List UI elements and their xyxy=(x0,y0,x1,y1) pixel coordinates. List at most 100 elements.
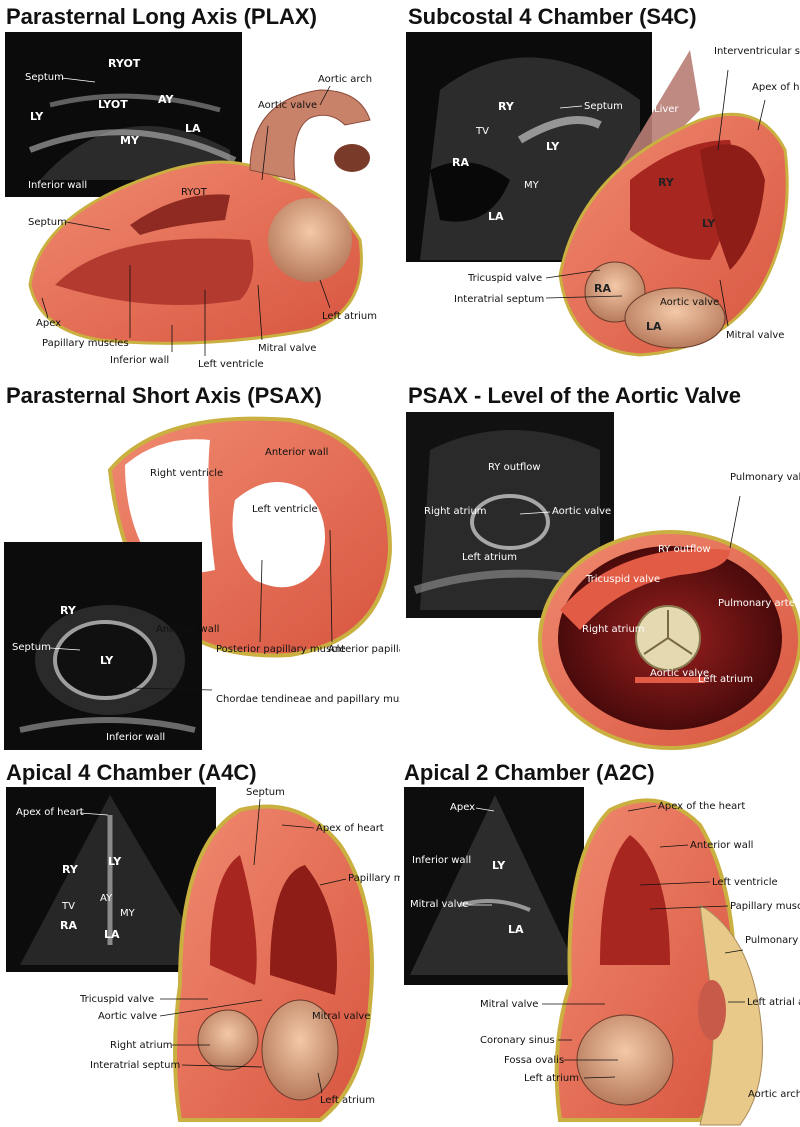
psax-av-echo-aortic-valve: Aortic valve xyxy=(552,506,611,517)
a2c-echo-ly: LY xyxy=(492,859,506,872)
s4c-label-apex: Apex of heart xyxy=(752,82,800,93)
a2c-echo-la: LA xyxy=(508,923,524,936)
s4c-label-ivs: Interventricular septum xyxy=(714,46,800,57)
a4c-echo-ly: LY xyxy=(108,855,122,868)
s4c-echo-la: LA xyxy=(488,210,504,223)
psax-echo-ly: LY xyxy=(100,654,114,667)
a4c-echo-ry: RY xyxy=(62,863,79,876)
a4c-label-right-atrium: Right atrium xyxy=(110,1040,173,1051)
a2c-label-coronary-sinus: Coronary sinus xyxy=(480,1035,555,1046)
a2c-echo-apex: Apex xyxy=(450,802,475,813)
plax-echo-septum: Septum xyxy=(25,72,64,83)
s4c-echo-ry: RY xyxy=(498,100,515,113)
psax-label-anterior-wall: Anterior wall xyxy=(265,447,328,458)
a2c-label-pulmonary-trunk: Pulmonary trunk xyxy=(745,935,800,946)
psax-label-left-ventricle: Left ventricle xyxy=(252,504,318,515)
psax-label-right-ventricle: Right ventricle xyxy=(150,468,223,479)
s4c-label-mitral: Mitral valve xyxy=(726,330,784,341)
psax-av-title: PSAX - Level of the Aortic Valve xyxy=(408,383,741,408)
psax-av-label-pulmonary-artery: Pulmonary artery xyxy=(718,598,800,609)
psax-echo-ry: RY xyxy=(60,604,77,617)
a4c-echo-mv: MY xyxy=(120,908,136,919)
a4c-label-aortic-valve: Aortic valve xyxy=(98,1011,157,1022)
a4c-label-tricuspid: Tricuspid valve xyxy=(79,994,154,1005)
psax-echo-septum: Septum xyxy=(12,642,51,653)
psax-av-label-aortic-valve: Aortic valve xyxy=(650,668,709,679)
a4c-label-papillary: Papillary muscles xyxy=(348,873,400,884)
plax-label-apex: Apex xyxy=(36,318,61,329)
psax-label-posterior-pap: Posterior papillary muscle xyxy=(216,644,346,655)
plax-label-left-atrium: Left atrium xyxy=(322,311,377,322)
a4c-diagram: Apex of heart RY LY AY TV MY RA LA Septu… xyxy=(6,787,400,1122)
plax-echo-av: AY xyxy=(158,93,174,106)
psax-diagram: Right ventricle Anterior wall Left ventr… xyxy=(4,416,400,750)
plax-label-septum: Septum xyxy=(28,217,67,228)
psax-label-anterior-pap: Anterior papillary muscle xyxy=(328,644,400,655)
s4c-label-ry: RY xyxy=(658,176,675,189)
s4c-label-liver: Liver xyxy=(654,104,679,115)
a4c-label-left-atrium: Left atrium xyxy=(320,1095,375,1106)
a2c-label-anterior-wall: Anterior wall xyxy=(690,840,753,851)
plax-label-ryot: RYOT xyxy=(181,187,208,198)
psax-av-echo-ry-outflow: RY outflow xyxy=(488,462,541,473)
a4c-echo-tv: TV xyxy=(61,901,75,912)
plax-echo-la: LA xyxy=(185,122,201,135)
a2c-label-mitral: Mitral valve xyxy=(480,999,538,1010)
psax-av-label-left-atrium: Left atrium xyxy=(698,674,753,685)
a2c-diagram: Apex Inferior wall LY Mitral valve LA Ap… xyxy=(404,787,800,1126)
s4c-echo-septum: Septum xyxy=(584,101,623,112)
s4c-label-la: LA xyxy=(646,320,662,333)
s4c-label-ra: RA xyxy=(594,282,611,295)
a4c-label-interatrial: Interatrial septum xyxy=(90,1060,180,1071)
psax-echo-inferior-wall: Inferior wall xyxy=(106,732,165,743)
a2c-title: Apical 2 Chamber (A2C) xyxy=(404,760,655,785)
plax-echo-ryot: RYOT xyxy=(108,57,141,70)
s4c-title: Subcostal 4 Chamber (S4C) xyxy=(408,4,697,29)
s4c-echo-mv: MY xyxy=(524,180,540,191)
psax-av-diagram: RY outflow Right atrium Aortic valve Lef… xyxy=(406,412,800,750)
a4c-echo-la: LA xyxy=(104,928,120,941)
plax-echo-lyot: LYOT xyxy=(98,98,128,111)
s4c-label-aortic-valve: Aortic valve xyxy=(660,297,719,308)
plax-label-aortic-arch: Aortic arch xyxy=(318,74,372,85)
a4c-echo-apex: Apex of heart xyxy=(16,807,84,818)
a2c-label-fossa-ovalis: Fossa ovalis xyxy=(504,1055,564,1066)
psax-title: Parasternal Short Axis (PSAX) xyxy=(6,383,322,408)
s4c-label-ly: LY xyxy=(702,217,716,230)
a2c-label-left-ventricle: Left ventricle xyxy=(712,877,778,888)
psax-echo-anterior-wall: Anterior wall xyxy=(156,624,219,635)
a2c-label-papillary: Papillary muscles xyxy=(730,901,800,912)
s4c-label-tricuspid: Tricuspid valve xyxy=(467,273,542,284)
psax-av-echo-left-atrium: Left atrium xyxy=(462,552,517,563)
a4c-title: Apical 4 Chamber (A4C) xyxy=(6,760,257,785)
s4c-echo-ra: RA xyxy=(452,156,469,169)
psax-av-label-tricuspid: Tricuspid valve xyxy=(585,574,660,585)
psax-av-label-right-atrium: Right atrium xyxy=(582,624,645,635)
a4c-label-septum: Septum xyxy=(246,787,285,798)
s4c-echo-tv: TV xyxy=(475,126,489,137)
plax-label-aortic-valve: Aortic valve xyxy=(258,100,317,111)
a2c-label-apex: Apex of the heart xyxy=(658,801,745,812)
a4c-echo-ra: RA xyxy=(60,919,77,932)
plax-label-left-ventricle: Left ventricle xyxy=(198,359,264,370)
a2c-label-left-atrial-app: Left atrial appendage xyxy=(747,997,800,1008)
s4c-diagram: RY Septum TV LY RA MY LA Liver Intervent… xyxy=(406,32,800,357)
plax-diagram: RYOT Septum LYOT AY LY LA MY Inferior wa… xyxy=(5,32,377,370)
a4c-label-apex: Apex of heart xyxy=(316,823,384,834)
s4c-echo-ly: LY xyxy=(546,140,560,153)
a2c-echo-mitral: Mitral valve xyxy=(410,899,468,910)
plax-title: Parasternal Long Axis (PLAX) xyxy=(6,4,317,29)
a2c-label-aortic-arch: Aortic arch xyxy=(748,1089,800,1100)
psax-av-label-ry-outflow: RY outflow xyxy=(658,544,711,555)
a4c-echo-av: AY xyxy=(100,893,113,904)
psax-av-label-pulmonary-valve: Pulmonary valve xyxy=(730,472,800,483)
a2c-label-left-atrium: Left atrium xyxy=(524,1073,579,1084)
plax-label-inferior-wall: Inferior wall xyxy=(110,355,169,366)
a4c-label-mitral: Mitral valve xyxy=(312,1011,370,1022)
plax-echo-inferior-wall: Inferior wall xyxy=(28,180,87,191)
plax-label-mitral-valve: Mitral valve xyxy=(258,343,316,354)
plax-echo-mv: MY xyxy=(120,134,140,147)
a2c-echo-inferior-wall: Inferior wall xyxy=(412,855,471,866)
psax-label-chordae: Chordae tendineae and papillary muscles xyxy=(216,694,400,705)
plax-echo-lv: LY xyxy=(30,110,44,123)
